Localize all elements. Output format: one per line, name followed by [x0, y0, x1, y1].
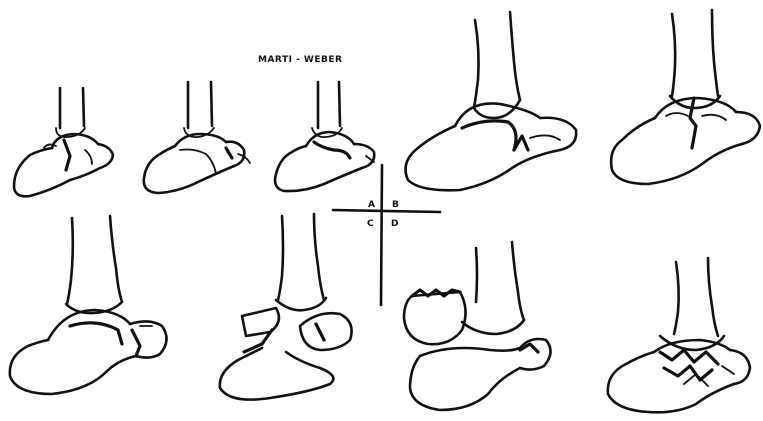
- large-ankle-sketch-5: [404, 242, 551, 410]
- quadrant-label-b: B: [392, 200, 399, 210]
- quadrant-cross: A B C D: [333, 165, 440, 305]
- large-ankle-sketch-2: [611, 10, 760, 184]
- small-ankle-sketch-2: [144, 82, 250, 193]
- large-ankle-sketch-4: [220, 214, 352, 400]
- small-ankle-sketch-3: [275, 82, 374, 191]
- large-ankle-sketch-6: [608, 258, 750, 412]
- quadrant-label-c: C: [367, 219, 374, 229]
- diagram-title: MARTI - WEBER: [258, 55, 342, 65]
- quadrant-label-d: D: [391, 219, 398, 229]
- large-ankle-sketch-1: [406, 12, 577, 190]
- large-ankle-sketch-3: [10, 216, 167, 394]
- small-ankle-sketch-1: [14, 88, 113, 196]
- quadrant-label-a: A: [368, 200, 375, 210]
